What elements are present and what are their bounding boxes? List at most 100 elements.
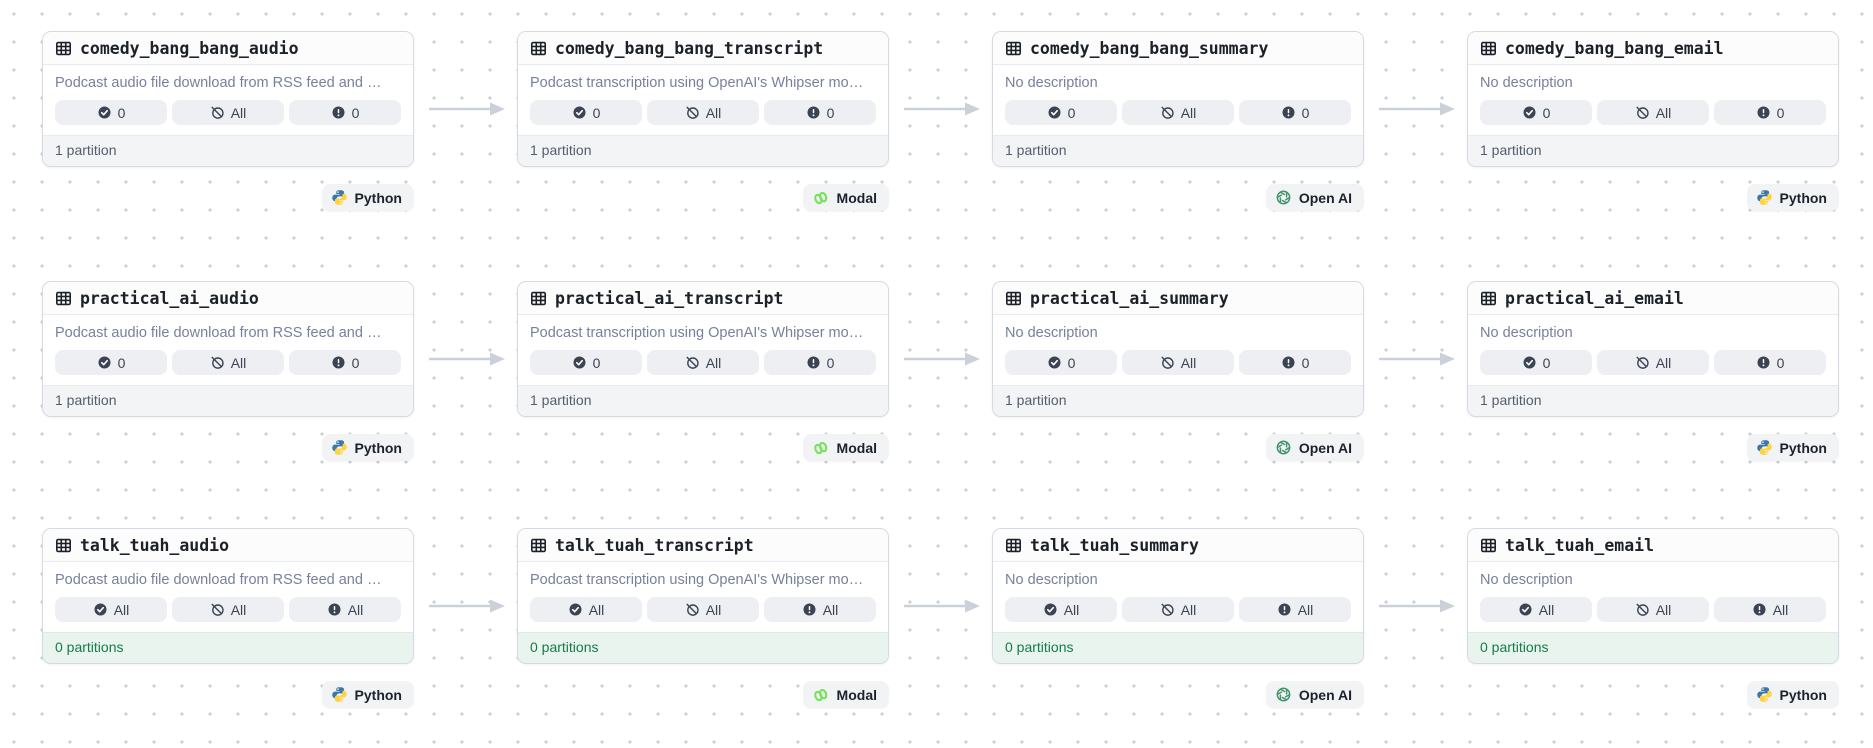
kind-tag-openai[interactable]: Open AI (1265, 434, 1364, 461)
alert-count-badge[interactable]: All (1239, 597, 1351, 622)
check-count-badge[interactable]: All (55, 597, 167, 622)
check-count-badge[interactable]: 0 (1480, 350, 1592, 375)
table-icon (1005, 40, 1022, 57)
asset-title: practical_ai_transcript (555, 289, 784, 308)
table-icon (530, 40, 547, 57)
check-circle-icon (97, 355, 112, 370)
asset-card-header: practical_ai_summary (993, 282, 1363, 315)
kind-tag-python[interactable]: Python (1746, 434, 1839, 461)
tag-row: Python (42, 681, 414, 708)
badge-label: 0 (1067, 104, 1076, 121)
alert-count-badge[interactable]: 0 (1239, 350, 1351, 375)
modal-icon (812, 687, 830, 703)
asset-card-body: Podcast audio file download from RSS fee… (43, 65, 413, 135)
kind-tag-python[interactable]: Python (321, 184, 414, 211)
slash-count-badge[interactable]: All (172, 350, 284, 375)
asset-card-header: practical_ai_audio (43, 282, 413, 315)
exclamation-circle-icon (331, 355, 346, 370)
python-icon (1756, 686, 1773, 703)
kind-tag-python[interactable]: Python (321, 434, 414, 461)
alert-count-badge[interactable]: 0 (764, 350, 876, 375)
slash-count-badge[interactable]: All (1122, 100, 1234, 125)
check-count-badge[interactable]: All (1480, 597, 1592, 622)
slash-count-badge[interactable]: All (172, 100, 284, 125)
edge-arrow-icon (428, 102, 506, 121)
badge-label: 0 (1542, 354, 1551, 371)
slash-count-badge[interactable]: All (1122, 597, 1234, 622)
check-count-badge[interactable]: 0 (1005, 100, 1117, 125)
kind-tag-modal[interactable]: Modal (802, 434, 889, 461)
asset-description: No description (1005, 325, 1098, 341)
check-count-badge[interactable]: All (1005, 597, 1117, 622)
check-count-badge[interactable]: 0 (530, 100, 642, 125)
kind-tag-label: Python (354, 189, 402, 206)
kind-tag-openai[interactable]: Open AI (1265, 681, 1364, 708)
kind-tag-openai[interactable]: Open AI (1265, 184, 1364, 211)
kind-tag-python[interactable]: Python (321, 681, 414, 708)
slash-count-badge[interactable]: All (172, 597, 284, 622)
alert-count-badge[interactable]: All (764, 597, 876, 622)
openai-icon (1275, 439, 1292, 456)
kind-tag-modal[interactable]: Modal (802, 681, 889, 708)
slash-count-badge[interactable]: All (647, 350, 759, 375)
alert-count-badge[interactable]: 0 (764, 100, 876, 125)
alert-count-badge[interactable]: 0 (289, 350, 401, 375)
alert-count-badge[interactable]: 0 (1714, 350, 1826, 375)
slash-count-badge[interactable]: All (1597, 100, 1709, 125)
check-circle-icon (1047, 105, 1062, 120)
slash-circle-icon (210, 602, 225, 617)
kind-tag-python[interactable]: Python (1746, 184, 1839, 211)
check-count-badge[interactable]: 0 (55, 100, 167, 125)
badge-label: All (230, 104, 247, 121)
asset-card-header: comedy_bang_bang_transcript (518, 32, 888, 65)
check-count-badge[interactable]: 0 (1005, 350, 1117, 375)
slash-count-badge[interactable]: All (1597, 350, 1709, 375)
badge-label: 0 (117, 354, 126, 371)
alert-count-badge[interactable]: 0 (289, 100, 401, 125)
kind-tag-python[interactable]: Python (1746, 681, 1839, 708)
slash-count-badge[interactable]: All (647, 100, 759, 125)
table-icon (1480, 290, 1497, 307)
asset-title: practical_ai_audio (80, 289, 259, 308)
asset-title: talk_tuah_audio (80, 536, 230, 555)
alert-count-badge[interactable]: 0 (1239, 100, 1351, 125)
alert-count-badge[interactable]: All (1714, 597, 1826, 622)
tag-row: Open AI (992, 184, 1364, 211)
edge-arrow-icon (1378, 352, 1456, 371)
slash-count-badge[interactable]: All (1597, 597, 1709, 622)
check-count-badge[interactable]: 0 (1480, 100, 1592, 125)
check-count-badge[interactable]: All (530, 597, 642, 622)
tag-row: Open AI (992, 434, 1364, 461)
tag-row: Python (42, 434, 414, 461)
badge-label: 0 (826, 354, 835, 371)
slash-count-badge[interactable]: All (1122, 350, 1234, 375)
alert-count-badge[interactable]: All (289, 597, 401, 622)
kind-tag-label: Modal (836, 189, 877, 206)
asset-card-header: talk_tuah_summary (993, 529, 1363, 562)
slash-circle-icon (1160, 105, 1175, 120)
python-icon (331, 189, 348, 206)
kind-tag-modal[interactable]: Modal (802, 184, 889, 211)
alert-count-badge[interactable]: 0 (1714, 100, 1826, 125)
check-count-badge[interactable]: 0 (530, 350, 642, 375)
edge-arrow-icon (903, 599, 981, 618)
check-count-badge[interactable]: 0 (55, 350, 167, 375)
slash-count-badge[interactable]: All (647, 597, 759, 622)
